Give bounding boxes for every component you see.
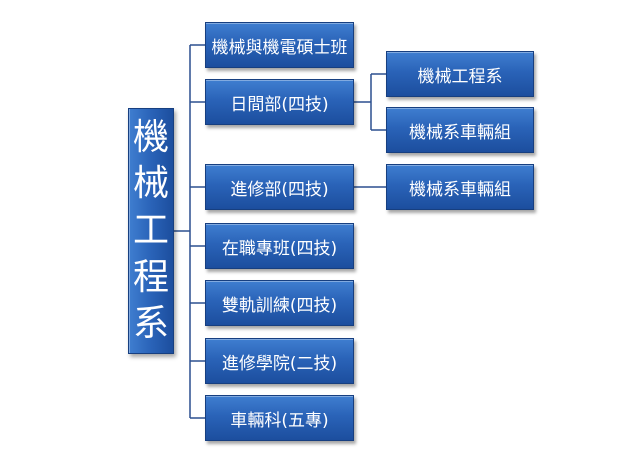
root-char-3: 工 (132, 209, 169, 251)
node-continuing-vehicle-group: 機械系車輛組 (386, 164, 534, 210)
node-label: 日間部(四技) (230, 94, 329, 115)
node-label: 機械與機電碩士班 (211, 37, 348, 58)
node-day-division: 日間部(四技) (205, 79, 354, 125)
node-continuing-division: 進修部(四技) (205, 164, 354, 210)
node-dual-track-training: 雙軌訓練(四技) (205, 280, 354, 326)
node-label: 機械系車輛組 (409, 122, 511, 143)
node-in-service-program: 在職專班(四技) (205, 223, 354, 269)
node-day-vehicle-group: 機械系車輛組 (386, 107, 534, 153)
node-vehicle-department: 車輛科(五專) (205, 395, 354, 441)
node-label: 進修學院(二技) (221, 353, 338, 374)
root-char-2: 械 (132, 163, 169, 205)
node-label: 雙軌訓練(四技) (221, 295, 338, 316)
root-char-4: 程 (132, 256, 169, 298)
node-label: 進修部(四技) (230, 179, 329, 200)
node-continuing-college: 進修學院(二技) (205, 338, 354, 384)
root-char-1: 機 (132, 116, 169, 158)
root-node-mechanical-engineering-dept: 機 械 工 程 系 (128, 108, 174, 354)
node-label: 機械系車輛組 (409, 179, 511, 200)
node-label: 在職專班(四技) (221, 238, 338, 259)
node-label: 機械工程系 (417, 66, 503, 87)
node-day-mechanical-engineering: 機械工程系 (386, 51, 534, 97)
root-char-5: 系 (132, 303, 169, 345)
node-label: 車輛科(五專) (230, 410, 329, 431)
node-masters-program: 機械與機電碩士班 (205, 22, 354, 68)
